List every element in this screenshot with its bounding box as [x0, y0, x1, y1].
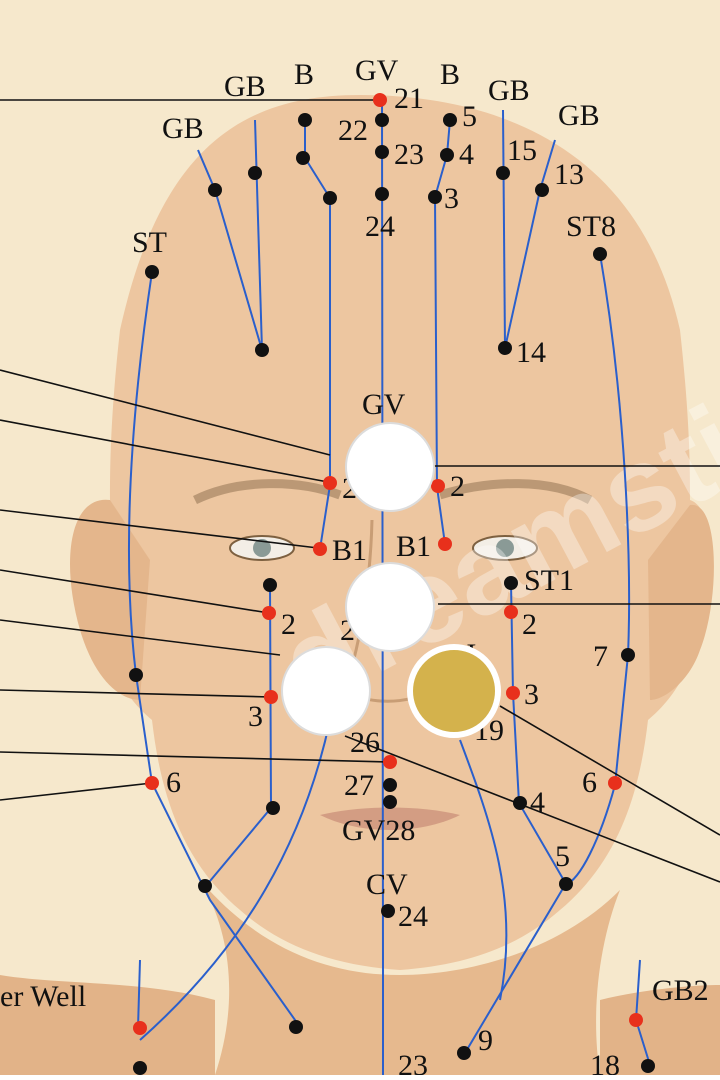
point [428, 190, 442, 204]
point [593, 247, 607, 261]
label-23-bottom: 23 [398, 1049, 428, 1075]
label-gb-l: GB [224, 70, 266, 103]
point [145, 776, 159, 790]
marker-left[interactable] [282, 647, 370, 735]
label-6-right: 6 [582, 766, 597, 799]
label-cv: CV [366, 868, 408, 901]
marker-upper[interactable] [346, 423, 434, 511]
label-9: 9 [478, 1024, 493, 1057]
point [375, 145, 389, 159]
label-st8: ST8 [566, 210, 616, 243]
point [323, 476, 337, 490]
point [255, 343, 269, 357]
point [264, 690, 278, 704]
point [513, 796, 527, 810]
point [383, 795, 397, 809]
label-3-right: 3 [524, 678, 539, 711]
point [323, 191, 337, 205]
point [262, 606, 276, 620]
label-3-left: 3 [248, 700, 263, 733]
point [641, 1059, 655, 1073]
label-24-cv: 24 [398, 900, 428, 933]
label-b1-left: B1 [332, 534, 367, 567]
label-st1: ST1 [524, 564, 574, 597]
point [440, 148, 454, 162]
label-2-right: 2 [450, 470, 465, 503]
label-3: 3 [444, 182, 459, 215]
point [443, 113, 457, 127]
point [373, 93, 387, 107]
label-6-left: 6 [166, 766, 181, 799]
point [248, 166, 262, 180]
point [133, 1021, 147, 1035]
point [145, 265, 159, 279]
label-b-l: B [294, 58, 314, 91]
label-well: er Well [0, 980, 86, 1013]
label-14: 14 [516, 336, 546, 369]
label-gb2: GB2 [652, 974, 709, 1007]
point [289, 1020, 303, 1034]
label-22: 22 [338, 114, 368, 147]
point [559, 877, 573, 891]
label-23: 23 [394, 138, 424, 171]
marker-right-gold[interactable] [410, 647, 498, 735]
point [208, 183, 222, 197]
label-2-st: 2 [522, 608, 537, 641]
label-st: ST [132, 226, 167, 259]
point [535, 183, 549, 197]
label-gb-r: GB [488, 74, 530, 107]
point [457, 1046, 471, 1060]
label-27: 27 [344, 769, 374, 802]
point [383, 778, 397, 792]
label-gb-ll: GB [162, 112, 204, 145]
label-18: 18 [590, 1049, 620, 1075]
label-b1-right: B1 [396, 530, 431, 563]
label-gv-top: GV [355, 54, 399, 87]
label-gv-mid: GV [362, 388, 406, 421]
point [629, 1013, 643, 1027]
label-15: 15 [507, 134, 537, 167]
label-13: 13 [554, 158, 584, 191]
point [298, 113, 312, 127]
point [133, 1061, 147, 1075]
point [129, 668, 143, 682]
point [506, 686, 520, 700]
point [608, 776, 622, 790]
label-21: 21 [394, 82, 424, 115]
point [504, 576, 518, 590]
label-4-chin: 4 [530, 786, 545, 819]
point [375, 113, 389, 127]
point [263, 578, 277, 592]
point [431, 479, 445, 493]
label-26: 26 [350, 726, 380, 759]
point [313, 542, 327, 556]
point [504, 605, 518, 619]
point [296, 151, 310, 165]
point [498, 341, 512, 355]
point [621, 648, 635, 662]
label-b-r: B [440, 58, 460, 91]
point [266, 801, 280, 815]
point [381, 904, 395, 918]
point [438, 537, 452, 551]
label-24: 24 [365, 210, 395, 243]
label-2-left: 2 [281, 608, 296, 641]
label-7: 7 [593, 640, 608, 673]
label-5-chin: 5 [555, 840, 570, 873]
label-5: 5 [462, 100, 477, 133]
point [375, 187, 389, 201]
label-4: 4 [459, 138, 474, 171]
label-gv28: GV28 [342, 814, 415, 847]
marker-nose[interactable] [346, 563, 434, 651]
point [496, 166, 510, 180]
label-gb-far: GB [558, 99, 600, 132]
point [198, 879, 212, 893]
point [383, 755, 397, 769]
